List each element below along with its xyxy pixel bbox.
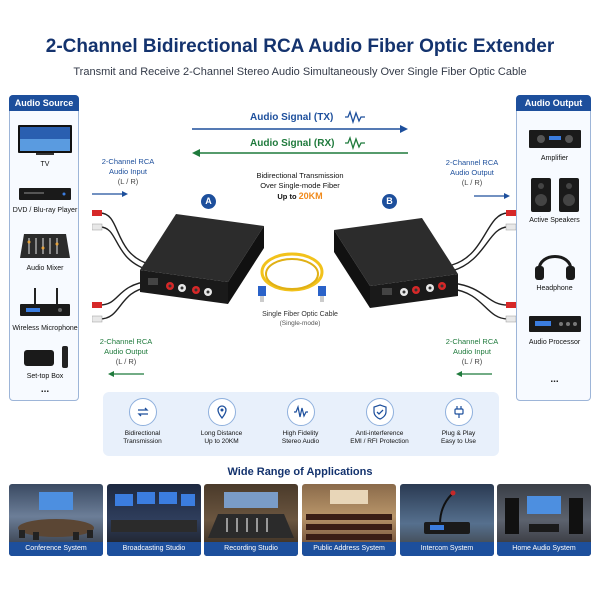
unit-a-badge: A	[201, 194, 216, 209]
transmission-label: Bidirectional Transmission Over Single-m…	[256, 171, 344, 201]
tx-wave-icon	[345, 110, 365, 124]
broadcast-scene-icon	[111, 492, 197, 532]
app-conference-system: Conference System	[9, 484, 103, 556]
speakers-device: Active Speakers	[517, 176, 592, 225]
rx-arrow	[192, 149, 408, 157]
set-top-box-icon	[24, 346, 68, 368]
speakers-icon	[530, 178, 579, 212]
plug-icon	[444, 398, 473, 426]
right-output-arrow	[474, 193, 510, 199]
app-broadcasting-studio: Broadcasting Studio	[107, 484, 201, 556]
page-title: 2-Channel Bidirectional RCA Audio Fiber …	[45, 36, 555, 57]
intercom-scene-icon	[424, 490, 470, 534]
tv-icon	[18, 125, 72, 155]
rx-wave-icon	[345, 136, 365, 150]
dvd-device: DVD / Blu-ray Player	[10, 182, 80, 215]
app-home-audio-system: Home Audio System	[497, 484, 591, 556]
left-output-arrow	[108, 371, 144, 377]
cable-label: Single Fiber Optic Cable (Single-mode)	[262, 311, 338, 327]
extender-unit-a	[140, 214, 264, 304]
unit-b-badge: B	[382, 194, 397, 209]
right-input-arrow	[456, 371, 492, 377]
conference-scene-icon	[18, 492, 94, 540]
wireless-mic-device: Wireless Microphone	[10, 286, 80, 333]
audio-mixer-icon	[20, 234, 70, 258]
tx-arrow	[192, 125, 408, 133]
headphone-device: Headphone	[517, 244, 592, 293]
fiber-cable-coil	[258, 252, 326, 302]
set-top-box-device: Set-top Box	[10, 344, 80, 381]
audio-source-panel: Audio Source TV DVD / Blu-ray Player Aud…	[9, 95, 79, 401]
audio-output-header: Audio Output	[516, 95, 591, 111]
headphone-icon	[534, 255, 575, 280]
left-input-label: 2-Channel RCA Audio Input (L / R)	[101, 157, 155, 186]
dvd-player-icon	[19, 188, 71, 200]
amplifier-device: Amplifier	[517, 126, 592, 163]
more-sources: ...	[40, 384, 50, 395]
right-rca-cables	[451, 210, 516, 323]
left-output-label: 2-Channel RCA Audio Output (L / R)	[99, 337, 153, 366]
tx-signal-label: Audio Signal (TX)	[250, 112, 334, 123]
app-public-address-system: Public Address System	[302, 484, 396, 556]
left-input-arrow	[92, 191, 128, 197]
shield-check-icon	[365, 398, 394, 426]
right-input-label: 2-Channel RCA Audio Input (L / R)	[445, 337, 499, 366]
app-recording-studio: Recording Studio	[204, 484, 298, 556]
amplifier-icon	[528, 130, 581, 148]
recording-scene-icon	[208, 492, 294, 538]
audio-processor-device: Audio Processor	[517, 312, 592, 347]
rx-signal-label: Audio Signal (RX)	[250, 138, 335, 149]
waveform-icon	[286, 398, 315, 426]
wireless-microphone-icon	[20, 288, 70, 316]
mixer-device: Audio Mixer	[10, 230, 80, 273]
extender-unit-b	[334, 218, 458, 308]
page-subtitle: Transmit and Receive 2-Channel Stereo Au…	[73, 66, 527, 78]
audio-processor-icon	[528, 316, 581, 332]
auditorium-scene-icon	[306, 490, 392, 540]
right-output-label: 2-Channel RCA Audio Output (L / R)	[445, 158, 499, 187]
applications-title: Wide Range of Applications	[227, 466, 373, 478]
app-intercom-system: Intercom System	[400, 484, 494, 556]
more-outputs: ...	[550, 374, 559, 385]
location-pin-icon	[207, 398, 236, 426]
tv-device: TV	[10, 124, 80, 169]
bidirectional-icon	[128, 398, 157, 426]
audio-source-header: Audio Source	[9, 95, 79, 111]
home-audio-scene-icon	[505, 496, 583, 534]
audio-output-panel: Audio Output Amplifier Active Speakers H…	[516, 95, 591, 401]
